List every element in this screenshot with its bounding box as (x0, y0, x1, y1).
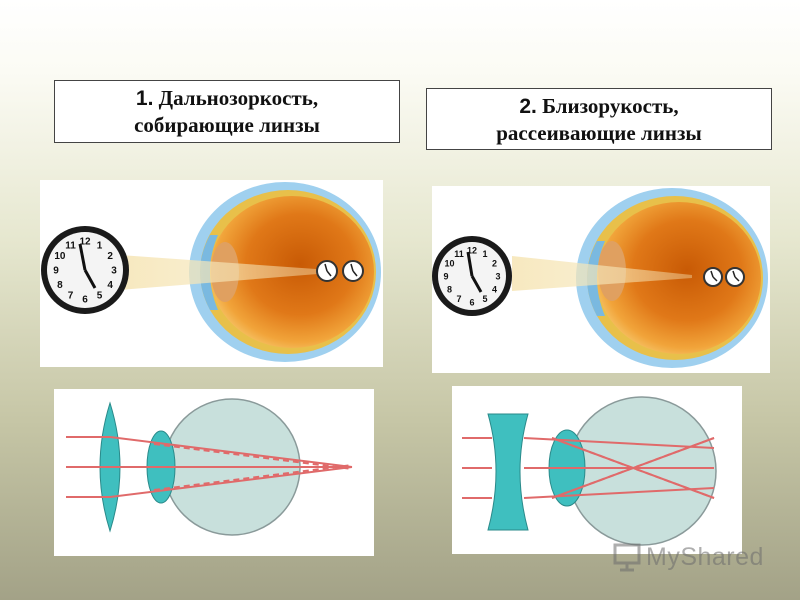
ray-diagram-diverging-svg (462, 396, 717, 546)
clock-numeral: 10 (54, 251, 66, 262)
light-rays (66, 436, 353, 498)
watermark: MyShared (612, 540, 772, 574)
ray-diagram-diverging-lens (452, 386, 742, 554)
clock-numeral: 7 (68, 291, 74, 302)
ray-diagram-converging-svg (66, 398, 353, 536)
caption-nearsightedness-number: 2. (519, 95, 537, 118)
light-beam (512, 256, 692, 291)
watermark-text: MyShared (646, 542, 764, 571)
clock-numeral: 11 (65, 240, 76, 251)
retina-image-clock-1 (703, 267, 723, 287)
clock-numeral: 4 (492, 285, 497, 295)
clock-numeral: 8 (447, 285, 452, 295)
caption-farsightedness-title: Дальнозоркость, (158, 86, 319, 110)
retina-image-clock-2 (725, 267, 745, 287)
clock-numeral: 5 (482, 294, 487, 304)
clock-numeral: 9 (443, 272, 448, 282)
clock-numeral: 3 (111, 266, 117, 277)
clock-numeral: 8 (57, 280, 63, 291)
light-rays (462, 437, 715, 499)
clock-numeral: 7 (456, 294, 461, 304)
caption-farsightedness-number: 1. (135, 87, 154, 110)
retina-image-clock-2 (342, 260, 364, 282)
clock-numeral: 4 (107, 280, 113, 291)
clock-numeral: 6 (469, 298, 474, 308)
caption-nearsightedness-title: Близорукость, (542, 94, 679, 118)
clock-numeral: 9 (53, 266, 59, 277)
presentation-logo-icon (613, 543, 641, 572)
caption-nearsightedness-lens: рассеивающие линзы (496, 121, 702, 145)
retina-image-clock-1 (316, 260, 338, 282)
clock-numeral: 10 (444, 259, 454, 269)
clock-numeral: 2 (107, 251, 113, 262)
caption-farsightedness-line1: 1. Дальнозоркость, (55, 85, 399, 112)
caption-farsightedness-lens: собирающие линзы (134, 113, 320, 137)
clock-numeral: 12 (467, 246, 477, 256)
diverging-lens-icon (487, 413, 529, 531)
clock-numeral: 3 (495, 272, 500, 282)
light-beam (120, 255, 330, 290)
clock-numeral: 6 (82, 295, 88, 306)
clock-numeral: 5 (97, 291, 103, 302)
caption-nearsightedness-line1: 2. Близорукость, (427, 93, 771, 120)
caption-farsightedness: 1. Дальнозоркость, собирающие линзы (54, 80, 400, 143)
clock-numeral: 2 (492, 259, 497, 269)
ray-diagram-converging-lens (54, 389, 374, 556)
clock-numeral: 1 (97, 240, 103, 251)
caption-nearsightedness: 2. Близорукость, рассеивающие линзы (426, 88, 772, 150)
clock-numeral: 11 (454, 249, 464, 259)
clock-numeral: 12 (79, 237, 91, 248)
clock-numeral: 1 (482, 249, 487, 259)
